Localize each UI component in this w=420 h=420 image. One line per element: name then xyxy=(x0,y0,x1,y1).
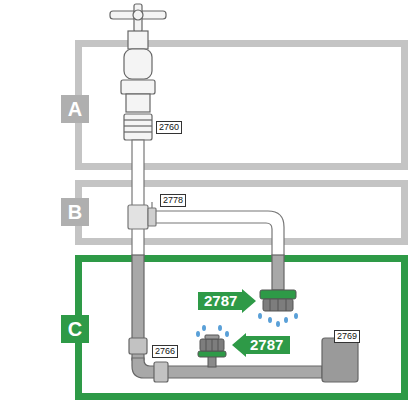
buried-pipe xyxy=(272,255,284,290)
sprinkler xyxy=(212,339,213,351)
sprinkler xyxy=(198,351,226,357)
arrow-shape xyxy=(232,333,290,357)
callout-number: 2787 xyxy=(204,292,237,310)
faucet xyxy=(121,80,155,94)
faucet xyxy=(128,31,148,49)
arrow-shape xyxy=(198,289,256,313)
water-drops xyxy=(294,313,298,319)
sprinkler xyxy=(263,299,293,311)
water-drops xyxy=(202,325,206,331)
callout-number: 2778 xyxy=(163,195,183,206)
supply-pipe xyxy=(148,208,156,226)
sprinkler xyxy=(260,290,296,299)
region-letter: A xyxy=(61,95,89,123)
faucet xyxy=(134,4,142,32)
sprinkler xyxy=(270,299,271,311)
callout-box: 2769 xyxy=(334,330,360,343)
faucet xyxy=(124,119,152,120)
buried-pipe xyxy=(129,338,147,354)
sprinkler xyxy=(286,299,287,311)
faucet xyxy=(110,11,166,19)
sprinkler xyxy=(200,339,224,351)
sprinkler xyxy=(208,356,216,367)
water-drops xyxy=(225,331,229,337)
sprinkler xyxy=(218,339,219,351)
callout-number: 2760 xyxy=(159,122,179,133)
buried-pipe xyxy=(322,338,358,382)
faucet xyxy=(126,94,150,112)
supply-pipe xyxy=(148,211,284,256)
faucet xyxy=(124,131,152,132)
sprinkler xyxy=(278,299,279,311)
callout-number: 2787 xyxy=(250,336,283,354)
buried-pipe xyxy=(154,362,168,382)
water-drops xyxy=(268,317,272,323)
supply-pipe xyxy=(132,140,144,256)
supply-pipe xyxy=(128,205,148,229)
faucet xyxy=(124,114,152,140)
water-drops xyxy=(218,325,222,331)
buried-pipe xyxy=(129,255,358,382)
sprinkler xyxy=(205,335,219,339)
arrow-callout: 2787 xyxy=(232,333,290,357)
callout-box: 2778 xyxy=(160,194,186,207)
callout-number: 2769 xyxy=(337,331,357,342)
water-drops xyxy=(196,313,298,337)
water-drops xyxy=(258,313,262,319)
callout-box: 2766 xyxy=(152,345,178,358)
region-letter: C xyxy=(61,315,89,343)
faucet xyxy=(124,49,152,79)
water-drops xyxy=(284,317,288,323)
sprinkler xyxy=(198,290,296,367)
supply-pipe xyxy=(151,202,152,208)
water-drops xyxy=(196,331,200,337)
faucet xyxy=(124,125,152,126)
region-letter: B xyxy=(61,198,89,226)
arrow-callout: 2787 xyxy=(198,289,256,313)
sprinkler xyxy=(206,339,207,351)
water-drops xyxy=(276,321,280,327)
callout-box: 2760 xyxy=(156,121,182,134)
supply-pipe xyxy=(128,140,284,256)
faucet xyxy=(133,10,143,20)
callout-number: 2766 xyxy=(155,346,175,357)
faucet xyxy=(110,4,166,140)
